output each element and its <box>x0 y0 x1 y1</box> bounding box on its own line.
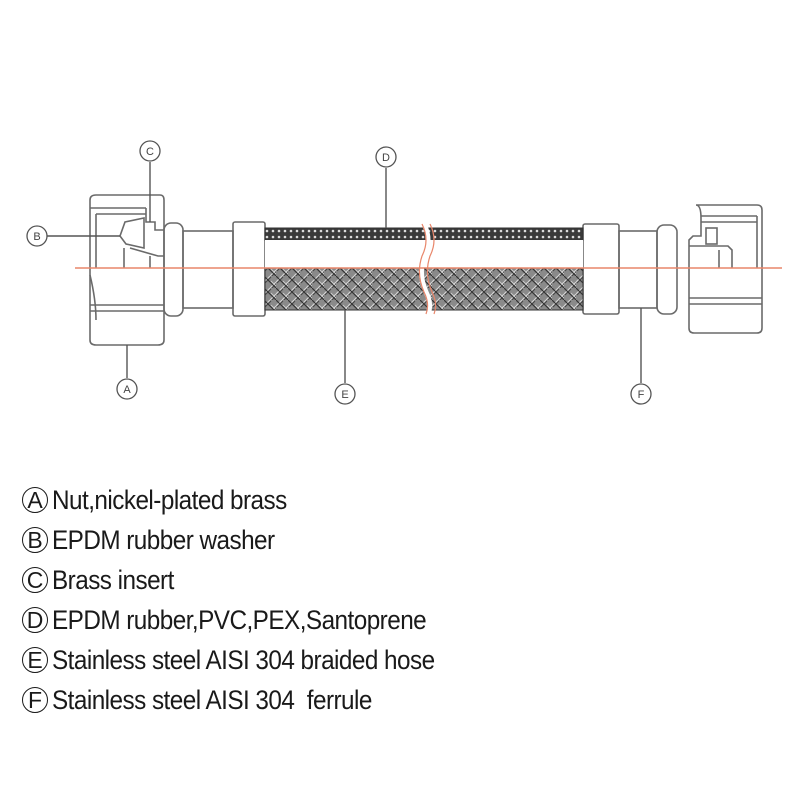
left-collar <box>163 222 184 317</box>
legend-badge: E <box>22 647 48 673</box>
svg-text:D: D <box>382 152 390 164</box>
callout-b: B <box>26 225 48 247</box>
legend-text: EPDM rubber,PVC,PEX,Santoprene <box>52 604 427 635</box>
legend-item-e: E Stainless steel AISI 304 braided hose <box>22 640 477 680</box>
svg-text:B: B <box>33 231 40 243</box>
callout-a: A <box>116 378 138 400</box>
right-ferrule <box>582 223 620 315</box>
parts-legend: A Nut,nickel-plated brass B EPDM rubber … <box>22 480 477 720</box>
left-nut <box>89 194 165 346</box>
legend-text: Stainless steel AISI 304 ferrule <box>52 684 372 715</box>
svg-text:C: C <box>146 146 154 158</box>
right-sleeve <box>618 230 658 309</box>
legend-text: EPDM rubber washer <box>52 524 275 555</box>
hose-assembly-diagram: C B A D E F <box>26 140 782 405</box>
legend-item-a: A Nut,nickel-plated brass <box>22 480 477 520</box>
left-insert <box>119 208 164 268</box>
right-collar <box>656 224 678 315</box>
hose-break <box>418 222 433 315</box>
left-ferrule <box>232 221 266 317</box>
callout-d: D <box>375 146 397 168</box>
callout-f: F <box>630 383 652 405</box>
legend-badge: B <box>22 527 48 553</box>
callout-c: C <box>139 140 161 162</box>
svg-text:F: F <box>638 389 645 401</box>
hose <box>264 222 584 315</box>
legend-badge: D <box>22 607 48 633</box>
legend-text: Stainless steel AISI 304 braided hose <box>52 644 435 675</box>
svg-text:A: A <box>123 384 131 396</box>
left-sleeve <box>182 230 234 309</box>
legend-text: Nut,nickel-plated brass <box>52 484 287 515</box>
legend-text: Brass insert <box>52 564 174 595</box>
legend-item-f: F Stainless steel AISI 304 ferrule <box>22 680 477 720</box>
legend-item-c: C Brass insert <box>22 560 477 600</box>
legend-badge: A <box>22 487 48 513</box>
legend-badge: C <box>22 567 48 593</box>
legend-item-b: B EPDM rubber washer <box>22 520 477 560</box>
legend-item-d: D EPDM rubber,PVC,PEX,Santoprene <box>22 600 477 640</box>
right-nut <box>688 204 763 334</box>
svg-text:E: E <box>341 389 348 401</box>
callout-e: E <box>334 383 356 405</box>
legend-badge: F <box>22 687 48 713</box>
